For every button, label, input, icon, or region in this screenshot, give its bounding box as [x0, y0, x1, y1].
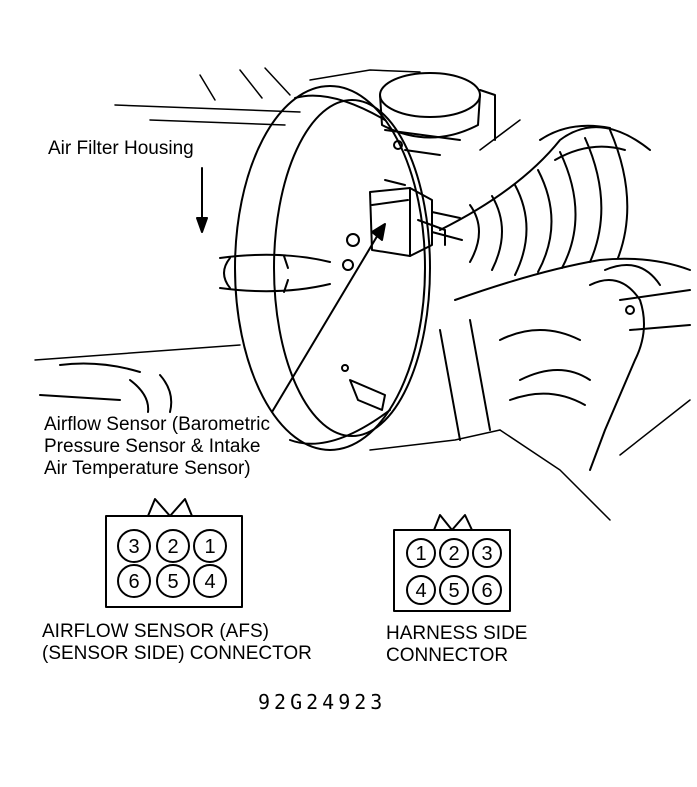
intake-hose — [439, 124, 691, 301]
harness-pins — [406, 538, 502, 605]
airflow-sensor-label-line1: Airflow Sensor (Barometric — [44, 414, 270, 435]
airflow-sensor-label-line3: Air Temperature Sensor) — [44, 458, 251, 479]
airflow-sensor-body — [369, 179, 463, 257]
air-filter-housing-label: Air Filter Housing — [48, 138, 194, 159]
figure-id: 92G24923 — [258, 690, 387, 714]
oil-filler-cap — [379, 72, 496, 156]
engine-background — [34, 67, 691, 521]
harness-pin-label: 3 — [481, 543, 492, 565]
harness-pin-label: 4 — [415, 580, 426, 602]
air-filter-housing — [219, 85, 431, 451]
sensor-pin-label: 3 — [128, 536, 139, 558]
sensor-pin-label: 4 — [204, 571, 215, 593]
harness-pin-label: 5 — [448, 580, 459, 602]
harness-side-connector-shell — [393, 514, 511, 612]
sensor-pins — [117, 529, 227, 598]
sensor-side-connector-shell — [105, 498, 243, 608]
lower-hose — [39, 362, 173, 413]
sensor-connector-label-line2: (SENSOR SIDE) CONNECTOR — [42, 643, 312, 664]
airflow-sensor-label-line2: Pressure Sensor & Intake — [44, 436, 261, 457]
harness-pin-label: 1 — [415, 543, 426, 565]
intake-duct — [439, 264, 691, 471]
sensor-pin-label: 5 — [167, 571, 178, 593]
harness-connector-label-line1: HARNESS SIDE — [386, 623, 528, 644]
housing-leader-arrow — [196, 167, 208, 233]
harness-connector-label-line2: CONNECTOR — [386, 645, 509, 666]
harness-pin-label: 2 — [448, 543, 459, 565]
sensor-pin-label: 1 — [204, 536, 215, 558]
harness-pin-label: 6 — [481, 580, 492, 602]
sensor-connector-label-line1: AIRFLOW SENSOR (AFS) — [42, 621, 269, 642]
sensor-pin-label: 2 — [167, 536, 178, 558]
sensor-pin-label: 6 — [128, 571, 139, 593]
sensor-leader-arrow — [271, 223, 386, 413]
